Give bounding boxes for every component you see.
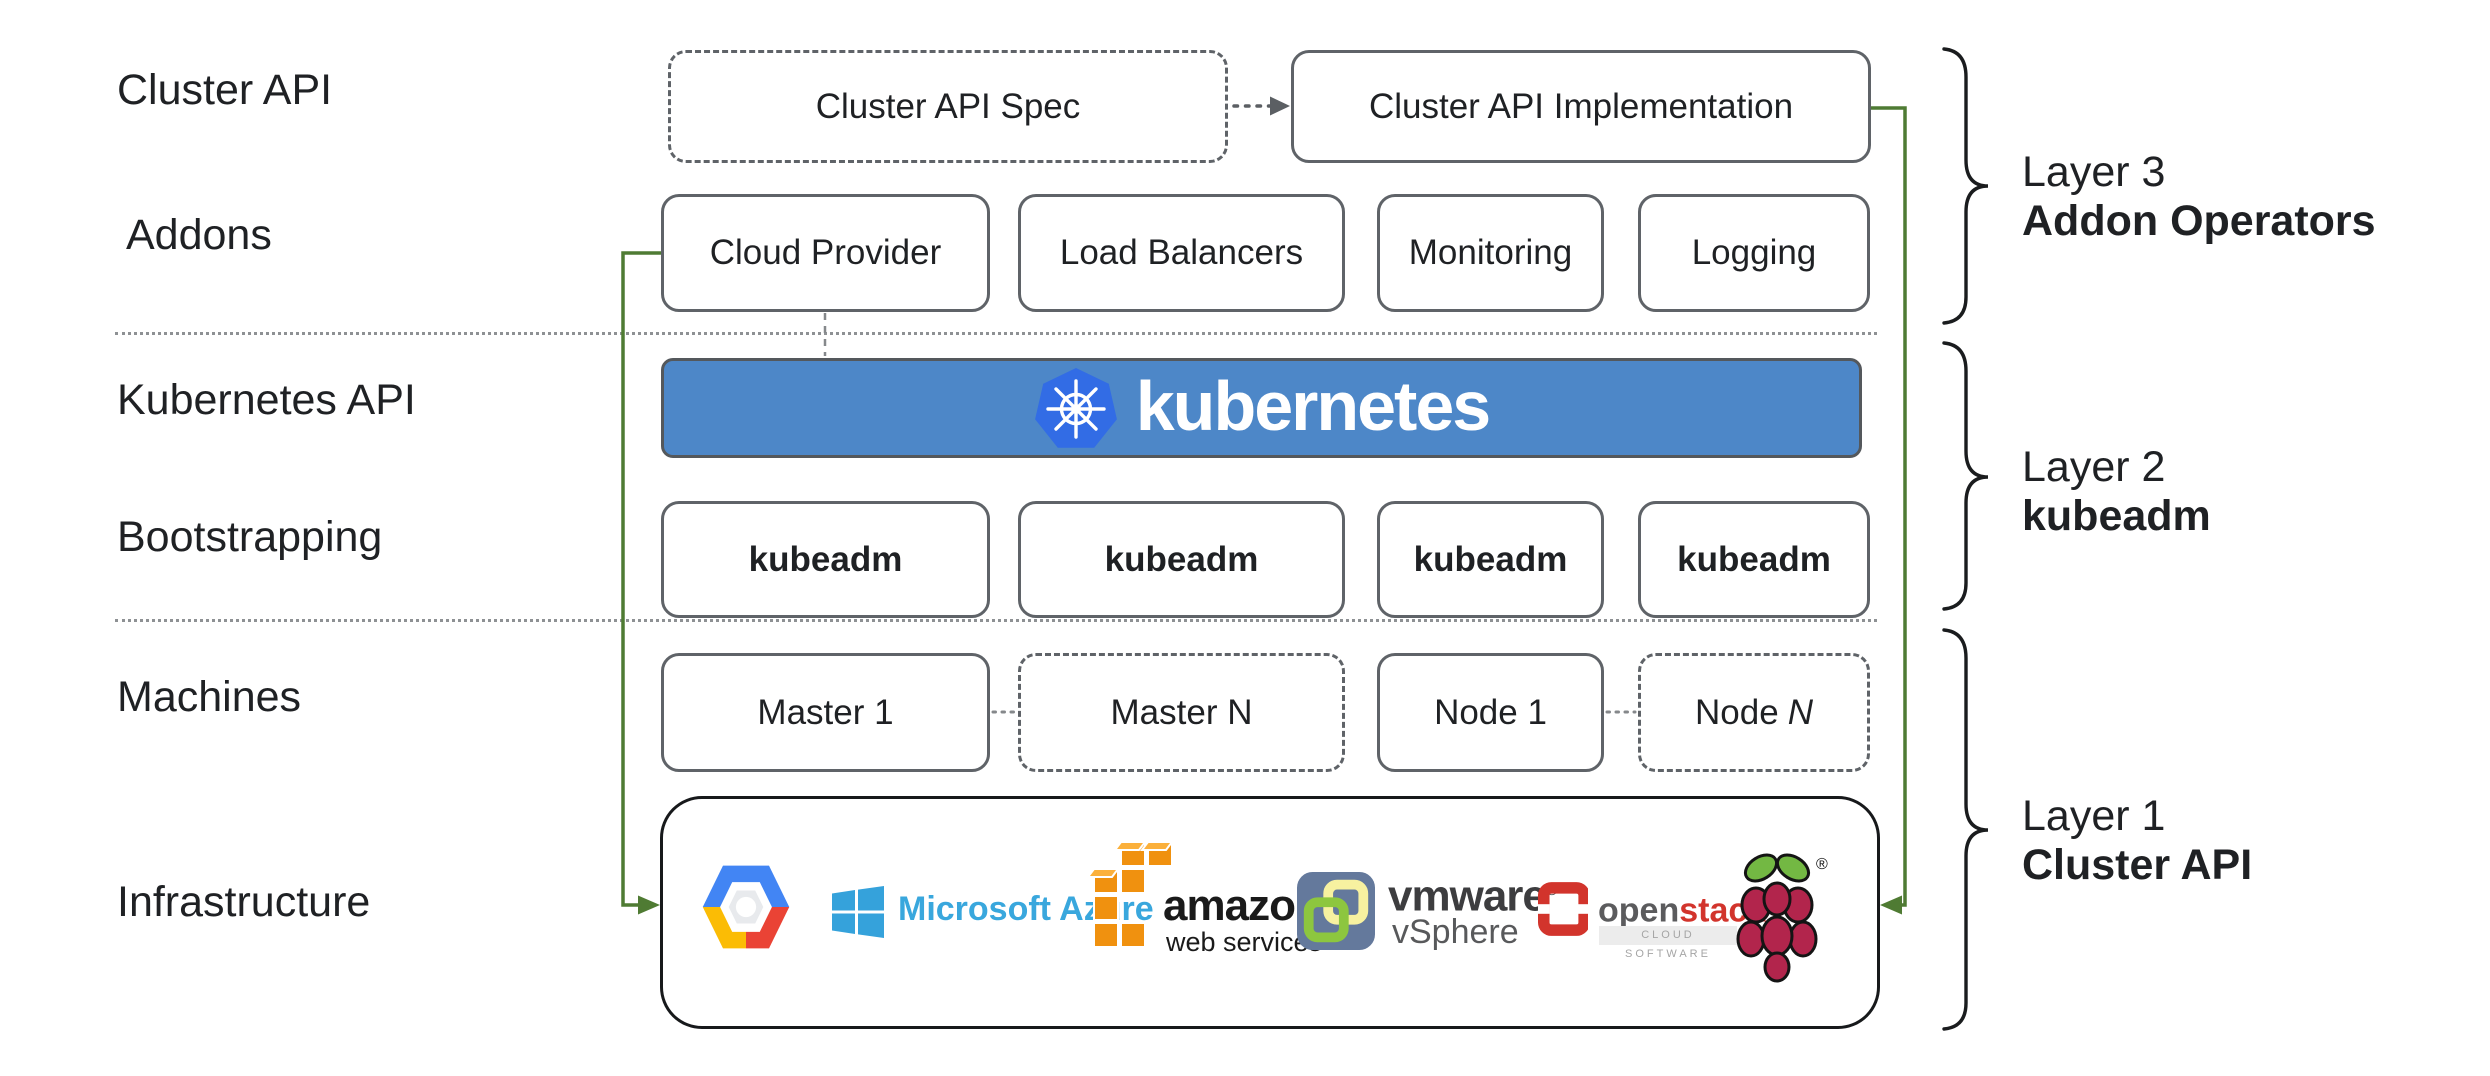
vsphere-logo-text: vSphere [1392,913,1519,951]
layer-1-title: Layer 1 [2022,792,2166,840]
kubeadm-label: kubeadm [1677,539,1831,579]
load-balancers-label: Load Balancers [1059,233,1304,272]
layer-1-subtitle: Cluster API [2022,841,2253,889]
kubernetes-banner: kubernetes [661,358,1862,458]
google-cloud-logo [702,865,790,949]
cloud-provider-label: Cloud Provider [709,233,942,272]
node-n-variable: N [1787,692,1813,732]
master-n-label: Master N [1110,692,1253,732]
spec-to-implementation-arrow [1232,96,1290,116]
infrastructure-box [660,796,1880,1029]
openstack-cloud-software-text: CLOUD SOFTWARE [1599,926,1737,960]
kubeadm-label: kubeadm [1104,539,1259,579]
layer-2-title: Layer 2 [2022,443,2166,491]
master-1-label: Master 1 [757,692,894,732]
cluster-api-implementation-label: Cluster API Implementation [1368,86,1794,126]
cluster-api-spec-label: Cluster API Spec [815,86,1081,126]
raspberry-pi-logo [1736,853,1818,983]
aws-logo-subtext: web services [1166,927,1323,957]
separator-line-top [115,332,1877,335]
implementation-to-infrastructure-connector [1871,106,1907,915]
machine-box-master-n: Master N [1018,653,1345,772]
cloud-provider-to-infrastructure-connector [621,251,661,915]
kubeadm-label: kubeadm [1413,539,1568,579]
raspberry-pi-registered-mark: ® [1816,856,1828,873]
row-label-kubernetes-api: Kubernetes API [117,376,416,424]
addon-box-cloud-provider: Cloud Provider [661,194,990,312]
kubeadm-box-3: kubeadm [1377,501,1604,618]
kubeadm-box-1: kubeadm [661,501,990,618]
row-label-infrastructure: Infrastructure [117,878,371,926]
kubernetes-wordmark: kubernetes [1135,367,1491,445]
machine-box-master-1: Master 1 [661,653,990,772]
layer-3-brace [1942,47,1989,325]
openstack-word-open: open [1598,891,1680,930]
layer-1-brace [1942,628,1989,1031]
layer-3-title: Layer 3 [2022,148,2166,196]
openstack-icon [1538,882,1588,936]
row-label-bootstrapping: Bootstrapping [117,513,383,561]
azure-windows-icon [832,886,884,938]
addon-box-logging: Logging [1638,194,1870,312]
vmware-word: vmware [1388,871,1547,921]
node-n-label: Node [1695,692,1779,732]
addon-box-load-balancers: Load Balancers [1018,194,1345,312]
row-label-cluster-api: Cluster API [117,66,333,114]
layer-3-subtitle: Addon Operators [2022,197,2376,245]
separator-line-bottom [115,619,1877,622]
kubernetes-logo-icon [1034,368,1117,448]
logging-label: Logging [1691,233,1817,272]
kubeadm-label: kubeadm [748,539,903,579]
layer-2-brace [1942,341,1989,611]
row-label-machines: Machines [117,673,302,721]
machine-box-node-n: Node N [1638,653,1870,772]
cluster-api-implementation-box: Cluster API Implementation [1291,50,1871,163]
monitoring-label: Monitoring [1408,233,1573,272]
vmware-logo-text: vmware® [1388,868,1558,921]
addon-box-monitoring: Monitoring [1377,194,1604,312]
node-1-label: Node 1 [1434,692,1547,732]
vmware-vsphere-icon [1297,872,1375,950]
machine-box-node-1: Node 1 [1377,653,1604,772]
cluster-api-spec-box: Cluster API Spec [668,50,1228,163]
row-label-addons: Addons [126,211,272,259]
layer-2-subtitle: kubeadm [2022,492,2211,540]
aws-cubes-icon [1090,842,1174,948]
kubeadm-box-2: kubeadm [1018,501,1345,618]
kubeadm-box-4: kubeadm [1638,501,1870,618]
aws-logo-text: amazon [1163,881,1322,930]
